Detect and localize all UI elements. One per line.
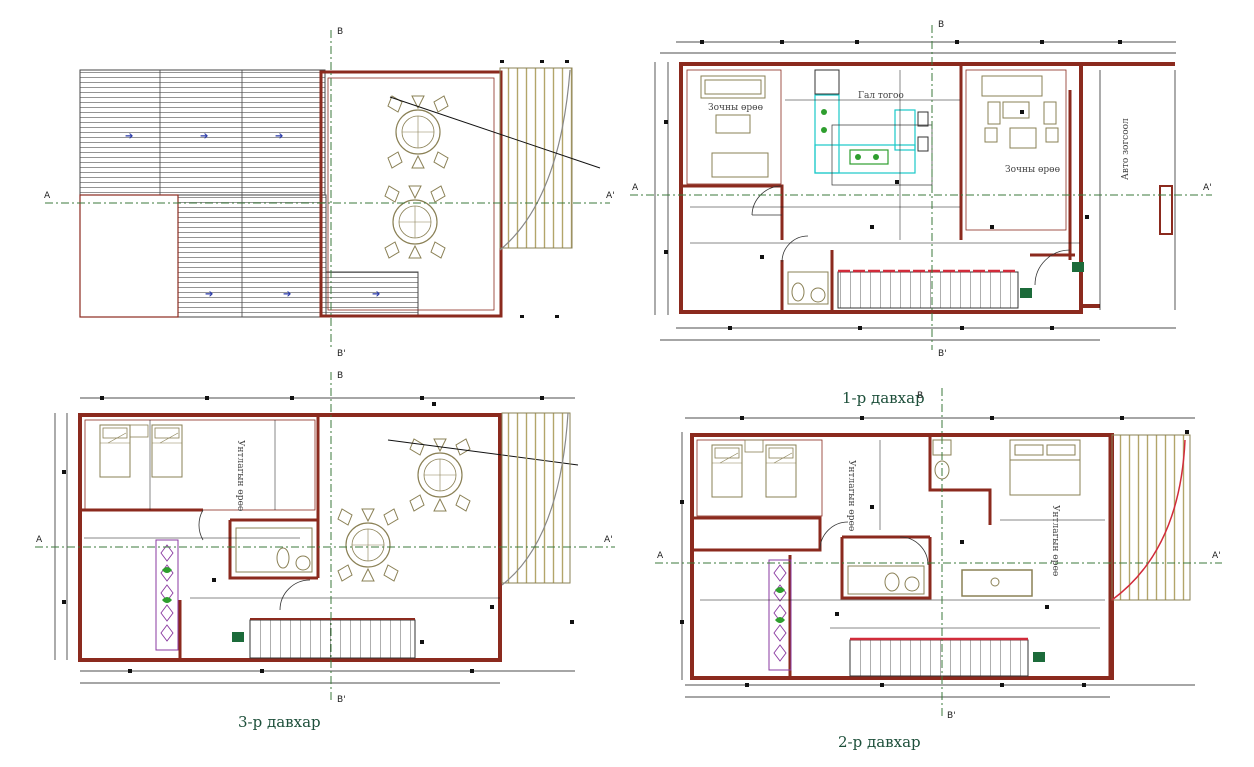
floor1-outer-wall — [679, 62, 1083, 314]
plant-strip — [155, 539, 179, 651]
room-label-garage: Авто зогсоол — [1121, 118, 1131, 180]
axis-label-a-prime: A' — [1212, 551, 1221, 561]
bathtub-icon — [961, 569, 1033, 597]
axis-label-a: A — [657, 551, 664, 561]
svg-text:➔: ➔ — [372, 289, 380, 300]
axis-label-b: B — [337, 27, 343, 37]
bed-icon — [99, 424, 131, 478]
roof-plan: ➔ ➔ ➔ ➔ ➔ ➔ A A' B B' — [44, 27, 615, 359]
double-bed-icon — [1009, 439, 1081, 496]
bed-icon — [711, 444, 743, 498]
axis-label-b-prime: B' — [938, 349, 947, 359]
floor3-outer-wall — [78, 413, 502, 662]
axis-label-b: B — [337, 371, 343, 381]
roof-panel-upper — [79, 69, 326, 196]
roof-panel-lower — [177, 194, 327, 318]
plant-strip — [768, 559, 792, 671]
floor1-plan: Зочны өрөө Гал тогоо Зочны өрөө Авто зог… — [630, 20, 1212, 407]
room-label-living-left: Зочны өрөө — [708, 103, 763, 113]
axis-label-b: B — [938, 20, 944, 30]
floor2-stairs — [849, 639, 1029, 677]
toilet-icon — [235, 527, 313, 573]
floor2-balcony — [1111, 434, 1191, 601]
roof-table-icon — [384, 185, 446, 259]
toilet-icon — [847, 565, 925, 595]
svg-text:➔: ➔ — [275, 131, 283, 142]
svg-text:➔: ➔ — [283, 289, 291, 300]
living-furniture-icon — [981, 75, 1059, 149]
sofa-icon — [700, 75, 769, 178]
roof-parapet-left — [79, 194, 179, 318]
floor1-stairs — [837, 271, 1019, 309]
kitchen-counter — [814, 94, 916, 174]
axis-label-b-prime: B' — [337, 695, 346, 705]
axis-label-a: A — [44, 191, 51, 201]
axis-label-a: A — [632, 183, 639, 193]
room-label-bedroom-center: Унтлагын өрөө — [846, 460, 856, 531]
floor3-plan: Унтлагын өрөө A A' B B' 3-р давхар — [35, 371, 615, 731]
floor3-title: 3-р давхар — [238, 713, 321, 731]
axis-label-a: A — [36, 535, 43, 545]
svg-text:➔: ➔ — [125, 131, 133, 142]
axis-label-b-prime: B' — [947, 711, 956, 721]
roof-deck — [499, 67, 573, 249]
toilet-icon — [787, 271, 829, 305]
axis-label-a-prime: A' — [1203, 183, 1212, 193]
axis-label-a-prime: A' — [606, 191, 615, 201]
bed-icon — [765, 444, 797, 498]
axis-label-a-prime: A' — [604, 535, 613, 545]
terrace-table-icon — [337, 508, 399, 582]
room-label-kitchen: Гал тогоо — [858, 91, 904, 101]
floor2-plan: Унтлагын өрөө Унтлагын өрөө A A' B B' 2-… — [655, 388, 1222, 751]
room-label-bedroom-right: Унтлагын өрөө — [1050, 505, 1060, 576]
floor1-title: 1-р давхар — [842, 389, 925, 407]
svg-text:➔: ➔ — [205, 289, 213, 300]
floor3-stairs — [249, 619, 416, 659]
floor3-deck — [501, 412, 571, 584]
room-label-bedroom: Унтлагын өрөө — [235, 440, 245, 511]
bed-icon — [151, 424, 183, 478]
room-label-living-right: Зочны өрөө — [1005, 165, 1060, 175]
axis-label-b: B — [917, 391, 923, 401]
axis-label-b-prime: B' — [337, 349, 346, 359]
svg-text:➔: ➔ — [200, 131, 208, 142]
floor2-title: 2-р давхар — [838, 733, 921, 751]
